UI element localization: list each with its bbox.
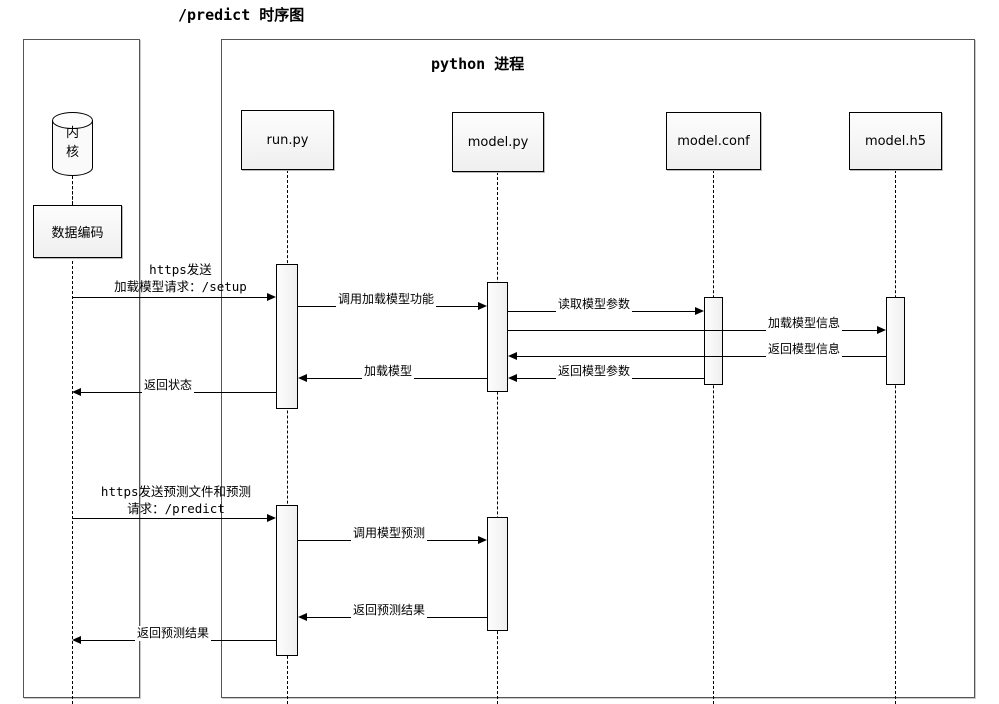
lifeline-modelh5 (895, 170, 896, 704)
message-arrow-m9 (267, 514, 276, 522)
database-label-line1: 内 (65, 126, 79, 141)
database-label-line2: 核 (65, 145, 79, 160)
participant-model-py[interactable]: model.py (452, 112, 544, 172)
message-line-m1 (72, 297, 268, 298)
message-arrow-m1 (267, 293, 276, 301)
message-arrow-m11 (298, 613, 307, 621)
message-label-m6: 返回模型参数 (556, 364, 633, 379)
node-data-encoder[interactable]: 数据编码 (33, 205, 122, 258)
message-label-m1-line2: 加载模型请求：/setup (114, 279, 247, 294)
database-icon (52, 112, 93, 176)
lifeline-kernel (72, 176, 73, 704)
message-label-m3: 读取模型参数 (556, 297, 633, 312)
participant-model-conf-label: model.conf (677, 133, 750, 149)
lifeline-run (287, 170, 288, 704)
lifeline-modelconf (713, 170, 714, 704)
message-arrow-m4 (877, 326, 886, 334)
participant-model-h5-label: model.h5 (864, 133, 927, 149)
activation-model-py-predict (487, 517, 508, 631)
activation-run-py-predict (276, 505, 298, 656)
message-arrow-m2 (478, 302, 487, 310)
message-arrow-m6 (508, 374, 517, 382)
message-label-m4: 加载模型信息 (766, 316, 843, 331)
participant-model-conf[interactable]: model.conf (666, 112, 761, 170)
participant-run-py-label: run.py (266, 132, 309, 148)
message-label-m9-line1: https发送预测文件和预测 (100, 484, 252, 499)
activation-model-conf-setup (704, 297, 723, 385)
message-arrow-m5 (508, 352, 517, 360)
message-label-m12: 返回预测结果 (135, 626, 212, 641)
page-title: /predict 时序图 (178, 6, 305, 24)
activation-model-h5-setup (886, 297, 905, 385)
activation-model-py-setup (487, 282, 508, 392)
node-data-encoder-label: 数据编码 (51, 226, 104, 241)
message-arrow-m7 (298, 374, 307, 382)
panel-python-label: python 进程 (431, 55, 525, 73)
participant-model-h5[interactable]: model.h5 (849, 112, 942, 170)
lifeline-modelpy (497, 172, 498, 704)
message-label-m9: https发送预测文件和预测 请求：/predict (88, 483, 264, 517)
message-label-m10: 调用模型预测 (351, 526, 428, 541)
message-label-m5: 返回模型信息 (766, 342, 843, 357)
message-line-m9 (72, 518, 268, 519)
connector-database-encoder (72, 176, 73, 205)
database-label: 内 核 (52, 124, 93, 162)
message-label-m2: 调用加载模型功能 (336, 292, 437, 307)
message-label-m1-line1: https发送 (149, 262, 212, 277)
participant-model-py-label: model.py (467, 134, 529, 150)
message-label-m7: 加载模型 (362, 364, 415, 379)
message-label-m9-line2: 请求：/predict (127, 501, 225, 516)
message-label-m11: 返回预测结果 (351, 603, 428, 618)
message-label-m8: 返回状态 (142, 378, 195, 393)
message-arrow-m10 (478, 536, 487, 544)
participant-run-py[interactable]: run.py (241, 110, 334, 170)
message-arrow-m12 (72, 636, 81, 644)
activation-run-py-setup (276, 264, 298, 409)
message-label-m1: https发送 加载模型请求：/setup (96, 261, 265, 295)
message-line-m5 (517, 356, 886, 357)
message-arrow-m3 (695, 307, 704, 315)
message-arrow-m8 (72, 388, 81, 396)
message-line-m4 (508, 330, 877, 331)
